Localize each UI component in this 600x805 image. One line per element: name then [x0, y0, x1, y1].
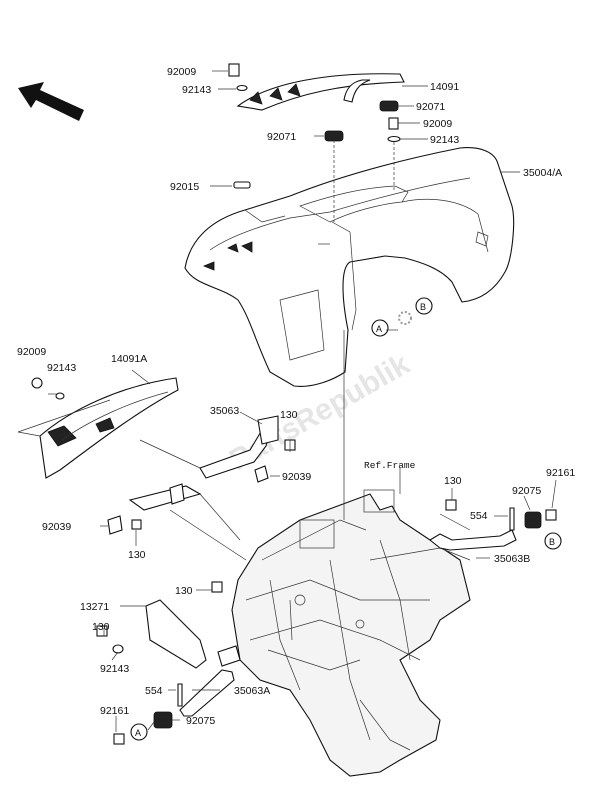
label-554-l: 554: [145, 685, 163, 697]
plate-13271: [145, 599, 207, 669]
label-13271: 13271: [80, 601, 109, 613]
label-14091: 14091: [430, 81, 459, 93]
label-92161-l: 92161: [100, 705, 129, 717]
bracket-left: [128, 483, 202, 511]
bolt-554-l-icon: [177, 683, 183, 707]
washer-92143-r-icon: [387, 135, 401, 143]
bolt-92009-left-icon: [31, 377, 43, 389]
svg-text:A: A: [376, 324, 382, 334]
grommet-92071-l-icon: [324, 130, 344, 142]
stay-35063B: [429, 529, 517, 551]
label-92039-l: 92039: [42, 521, 71, 533]
rear-carrier-14091: [236, 73, 405, 111]
stay-35063: [199, 415, 279, 479]
label-92143-left: 92143: [47, 362, 76, 374]
stay-35063A: [179, 645, 241, 717]
label-130-d: 130: [175, 585, 193, 597]
label-92039-r: 92039: [282, 471, 311, 483]
washer-92143-bl-icon: [112, 644, 124, 654]
leader-lines: [17, 70, 557, 732]
bolt-92039-l-icon: [107, 515, 123, 535]
label-ref-frame: Ref.Frame: [364, 460, 416, 471]
bolt-130-d-icon: [211, 581, 223, 593]
grommet-92071-r-icon: [379, 100, 399, 112]
label-35063A: 35063A: [234, 685, 270, 697]
bolt-130-b-icon: [445, 499, 457, 511]
washer-92143-left-icon: [55, 392, 65, 400]
bolt-554-r-icon: [509, 507, 515, 531]
callout-a-bottom: A: [130, 723, 148, 741]
direction-arrow-icon: [18, 82, 84, 121]
label-92009-r: 92009: [423, 118, 452, 130]
damper-92075-l-icon: [153, 711, 173, 729]
frame-assembly: [231, 489, 471, 777]
bolt-92009-r-icon: [388, 117, 399, 130]
label-92015: 92015: [170, 181, 199, 193]
bolt-92039-r-icon: [254, 465, 269, 483]
nut-92161-r-icon: [545, 509, 557, 521]
bolt-130-c-icon: [131, 519, 142, 530]
label-14091A: 14091A: [111, 353, 147, 365]
gear-icon: [398, 311, 412, 325]
label-554-r: 554: [470, 510, 488, 522]
callout-b-bottom: B: [544, 532, 562, 550]
label-92071-l: 92071: [267, 131, 296, 143]
nut-92161-l-icon: [113, 733, 125, 745]
label-130-b: 130: [444, 475, 462, 487]
damper-92075-r-icon: [524, 511, 542, 529]
callout-a-top: A: [371, 319, 389, 337]
label-92075-l: 92075: [186, 715, 215, 727]
label-130-c: 130: [128, 549, 146, 561]
front-fender-35004: [184, 147, 515, 387]
label-92143-r: 92143: [430, 134, 459, 146]
callout-b-top: B: [415, 297, 433, 315]
label-92143-top: 92143: [182, 84, 211, 96]
label-92071-r: 92071: [416, 101, 445, 113]
label-92161-r: 92161: [546, 467, 575, 479]
label-92009-left: 92009: [17, 346, 46, 358]
label-92143-bl: 92143: [100, 663, 129, 675]
side-cover-14091A: [39, 377, 179, 479]
label-130-e: 130: [92, 621, 110, 633]
svg-text:A: A: [135, 728, 141, 738]
label-35004: 35004/A: [523, 167, 562, 179]
svg-text:B: B: [549, 537, 555, 547]
bolt-130-e-icon: [96, 625, 108, 637]
label-130-a: 130: [280, 409, 298, 421]
label-92009-top: 92009: [167, 66, 196, 78]
label-35063B: 35063B: [494, 553, 530, 565]
clip-92015-icon: [233, 181, 251, 189]
label-92075-r: 92075: [512, 485, 541, 497]
label-35063: 35063: [210, 405, 239, 417]
bolt-92009-top-icon: [228, 63, 240, 77]
washer-92143-top-icon: [236, 84, 248, 92]
svg-text:B: B: [420, 302, 426, 312]
